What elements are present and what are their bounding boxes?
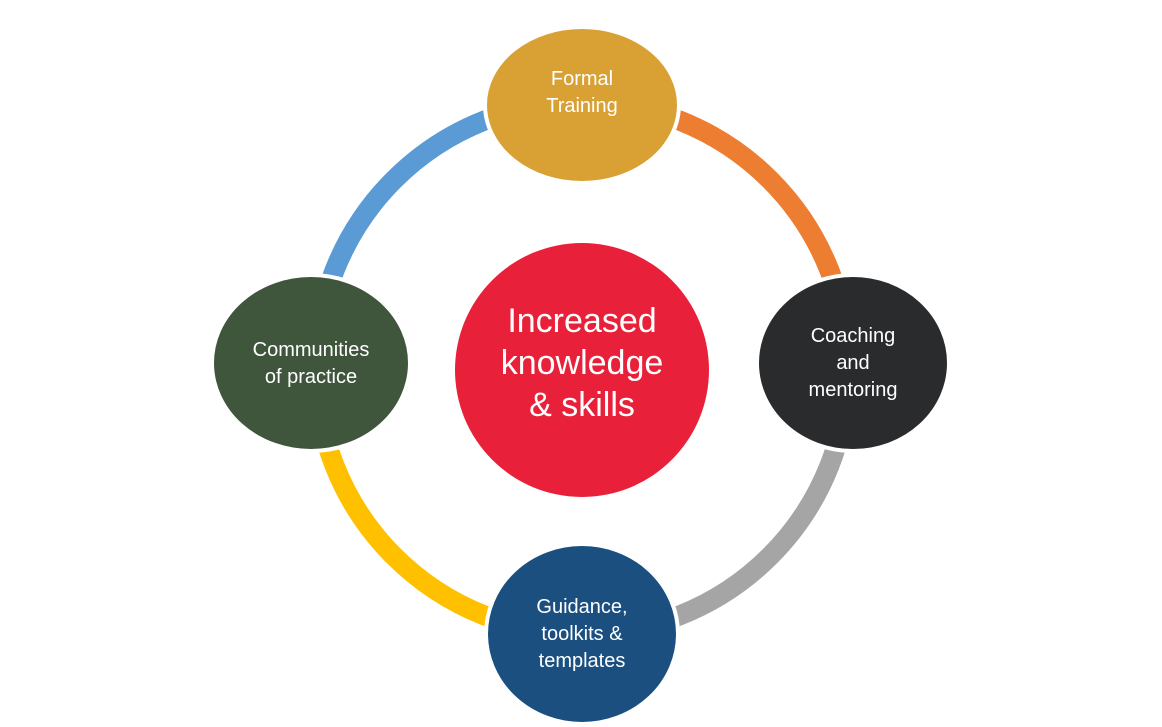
center-label-line: knowledge — [501, 344, 664, 382]
node-label-line: and — [836, 352, 869, 374]
node-label-line: Coaching — [811, 325, 896, 347]
node-label-line: of practice — [265, 366, 357, 388]
node-label-line: templates — [539, 650, 626, 672]
svg-text:Guidance,toolkits &templates: Guidance, toolkits & templates — [536, 596, 627, 672]
node-guidance-toolkits: Guidance, toolkits & templates — [484, 542, 680, 726]
node-communities-of-practice: Communities of practice — [210, 273, 412, 453]
node-label-line: Communities — [253, 339, 370, 361]
node-label-line: Formal — [551, 68, 613, 90]
center-circle: Increased knowledge & skills — [455, 243, 709, 497]
node-label-line: mentoring — [809, 379, 898, 401]
node-label-line: Guidance, — [536, 596, 627, 618]
node-coaching-mentoring: Coaching and mentoring — [755, 273, 951, 453]
node-label-line: toolkits & — [541, 623, 623, 645]
center-label-line: & skills — [529, 386, 635, 424]
node-label-line: Training — [546, 95, 618, 117]
center-label-line: Increased — [507, 302, 656, 340]
